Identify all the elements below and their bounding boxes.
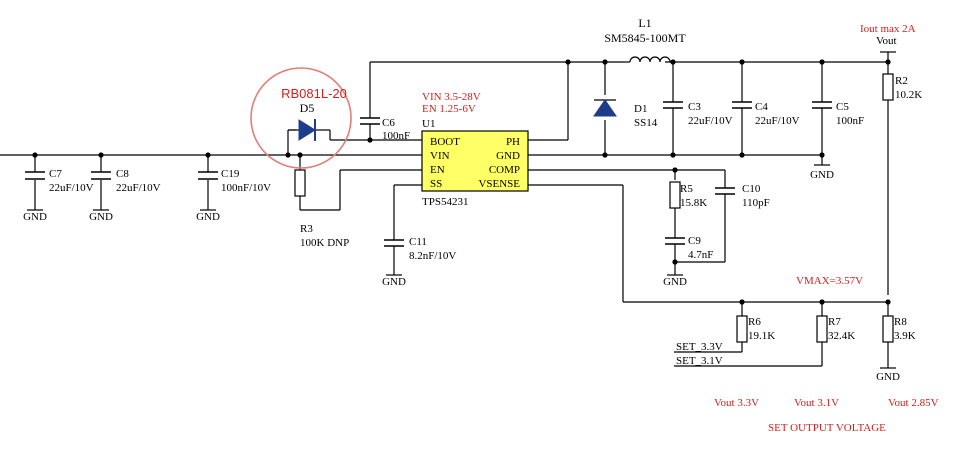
vout-label: Vout — [876, 35, 897, 47]
vout-285-note: Vout 2.85V — [888, 397, 939, 409]
r6-value: 19.1K — [748, 330, 775, 342]
iout-note: Iout max 2A — [860, 23, 916, 35]
r8-ref: R8 — [894, 316, 907, 328]
r2-ref: R2 — [895, 75, 908, 87]
ic-part: TPS54231 — [422, 196, 468, 208]
c7-ref: C7 — [49, 168, 62, 180]
l1-ref: L1 — [638, 16, 651, 30]
resistors: R3 100K DNP R2 10.2K R5 15.8K R6 19.1K R… — [294, 73, 922, 343]
ic-ref: U1 — [422, 118, 435, 130]
gnd-c7: GND — [23, 209, 47, 223]
set-output-note: SET OUTPUT VOLTAGE — [768, 422, 886, 434]
annotations: VIN 3.5-28V EN 1.25-6V Iout max 2A Vout … — [422, 23, 939, 434]
c8-value: 22uF/10V — [116, 182, 161, 194]
r2-value: 10.2K — [895, 89, 922, 101]
svg-text:GND: GND — [810, 169, 834, 181]
svg-text:GND: GND — [663, 276, 687, 288]
c4-ref: C4 — [755, 101, 768, 113]
c7-value: 22uF/10V — [49, 182, 94, 194]
gnd-symbols: GND GND GND GND GND GND GND — [23, 164, 900, 383]
l1-value: SM5845-100MT — [604, 31, 686, 45]
pin-ss: SS — [430, 178, 442, 190]
diode-d5: RB081L-20 D5 — [250, 67, 352, 169]
c8-ref: C8 — [116, 168, 129, 180]
d5-ref: D5 — [300, 101, 315, 115]
svg-text:GND: GND — [876, 371, 900, 383]
svg-text:GND: GND — [23, 211, 47, 223]
junction-dots — [32, 59, 891, 305]
c10-value: 110pF — [742, 197, 770, 209]
r3-ref: R3 — [300, 223, 313, 235]
gnd-c19: GND — [196, 209, 220, 223]
r6-ref: R6 — [748, 316, 761, 328]
c19-ref: C19 — [221, 168, 240, 180]
gnd-c9: GND — [663, 274, 687, 288]
svg-text:GND: GND — [196, 211, 220, 223]
c19-value: 100nF/10V — [221, 182, 271, 194]
inductor-l1: L1 SM5845-100MT — [604, 16, 686, 63]
gnd-main: GND — [810, 164, 834, 181]
c6-value: 100nF — [382, 130, 410, 142]
pin-vsense: VSENSE — [478, 178, 520, 190]
svg-text:GND: GND — [89, 211, 113, 223]
svg-text:GND: GND — [382, 276, 406, 288]
c4-value: 22uF/10V — [755, 115, 800, 127]
pin-gnd: GND — [496, 150, 520, 162]
net-set-31: SET_3.1V — [676, 355, 723, 367]
vmax-note: VMAX=3.57V — [796, 275, 863, 287]
highlight-circle — [250, 67, 352, 169]
c11-ref: C11 — [409, 236, 427, 248]
pin-ph: PH — [506, 136, 520, 148]
r7-ref: R7 — [828, 316, 841, 328]
c3-value: 22uF/10V — [688, 115, 733, 127]
gnd-c11: GND — [382, 274, 406, 288]
gnd-c8: GND — [89, 209, 113, 223]
vout-31-note: Vout 3.1V — [794, 397, 839, 409]
r5-ref: R5 — [680, 183, 693, 195]
r7-value: 32.4K — [828, 330, 855, 342]
diode-d1: D1 SS14 — [593, 99, 658, 129]
c5-ref: C5 — [836, 101, 849, 113]
ic-u1: BOOT VIN EN SS PH GND COMP VSENSE U1 TPS… — [421, 118, 529, 208]
net-set-33: SET_3.3V — [676, 341, 723, 353]
c5-value: 100nF — [836, 115, 864, 127]
c6-ref: C6 — [382, 117, 395, 129]
c10-ref: C10 — [742, 183, 761, 195]
vout-33-note: Vout 3.3V — [714, 397, 759, 409]
en-note: EN 1.25-6V — [422, 103, 476, 115]
d5-value: RB081L-20 — [281, 86, 347, 101]
r8-value: 3.9K — [894, 330, 916, 342]
capacitors: C7 22uF/10V C8 22uF/10V C19 100nF/10V C6… — [25, 101, 864, 262]
pin-comp: COMP — [489, 164, 520, 176]
c9-value: 4.7nF — [688, 249, 713, 261]
gnd-r8: GND — [876, 367, 900, 383]
r5-value: 15.8K — [680, 197, 707, 209]
c3-ref: C3 — [688, 101, 701, 113]
d1-ref: D1 — [634, 103, 647, 115]
r3-value: 100K DNP — [300, 237, 349, 249]
c9-ref: C9 — [688, 235, 701, 247]
c11-value: 8.2nF/10V — [409, 250, 456, 262]
pin-en: EN — [430, 164, 445, 176]
pin-boot: BOOT — [430, 136, 460, 148]
vin-note: VIN 3.5-28V — [422, 91, 481, 103]
pin-vin: VIN — [430, 150, 450, 162]
d1-value: SS14 — [634, 117, 658, 129]
